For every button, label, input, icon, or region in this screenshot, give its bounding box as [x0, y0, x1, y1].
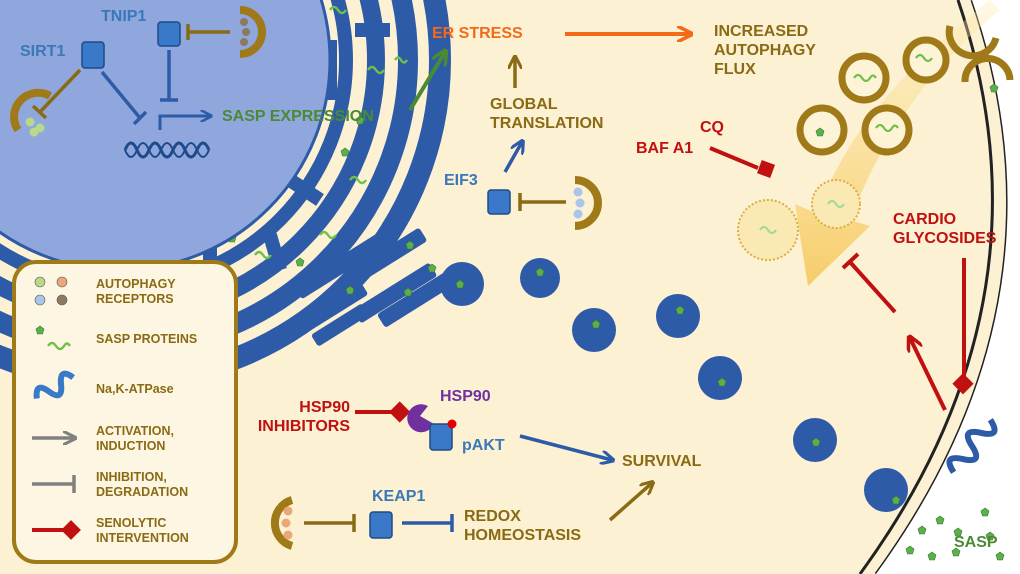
legend-inhibition-degradation: INHIBITION, DEGRADATION: [96, 470, 189, 499]
dna-helix: [123, 141, 211, 159]
label-keap1: KEAP1: [372, 488, 426, 505]
label-pakt: pAKT: [462, 437, 505, 454]
inhibit-redox: [402, 514, 454, 532]
legend-inhibition-bar: [32, 475, 76, 493]
hsp90-inhibitor-diamond: [389, 401, 411, 423]
label-hsp90-inhibitors: HSP90 INHIBITORS: [257, 399, 350, 435]
fragmented-er: [294, 228, 453, 346]
autophagosome-cargo: [759, 53, 933, 235]
phospho-site: [447, 419, 457, 429]
label-tnip1: TNIP1: [101, 8, 147, 25]
hsp90-protein: [407, 404, 434, 433]
sirt1-protein: [81, 41, 105, 69]
pakt-protein: [429, 423, 453, 451]
cq-intervention-diamond: [757, 160, 775, 178]
arrow-redox-to-survival: [608, 483, 652, 522]
arrow-atpase-up: [910, 338, 947, 411]
inhibit-eif3: [518, 193, 566, 211]
label-sasp: SASP: [954, 534, 998, 551]
arrow-eif3-to-translation: [503, 142, 522, 173]
legend-autophagy-receptors: AUTOPHAGY RECEPTORS: [96, 277, 176, 306]
label-baf-a1: BAF A1: [636, 140, 694, 157]
eif3-protein: [487, 189, 511, 215]
legend-activation-induction: ACTIVATION, INDUCTION: [96, 424, 175, 453]
secretory-vesicles: [440, 258, 908, 512]
plasma-membrane-inner: [858, 0, 994, 574]
label-sirt1: SIRT1: [20, 43, 66, 60]
legend-senolytic-intervention: SENOLYTIC INTERVENTION: [96, 516, 189, 545]
autophagy-receptor-cup-keap1: [270, 496, 294, 550]
arrow-sasp-to-er-stress: [408, 52, 445, 112]
autophagy-receptor-cup-nucleus-top: [239, 6, 266, 58]
arrow-pakt-to-survival: [519, 434, 612, 460]
label-eif3: EIF3: [444, 172, 478, 189]
label-survival: SURVIVAL: [622, 453, 702, 470]
label-cardio-glycosides: CARDIO GLYCOSIDES: [893, 211, 997, 247]
inhibit-keap1: [304, 514, 356, 532]
cardio-glycosides-diamond: [952, 373, 974, 395]
label-er-stress: ER STRESS: [432, 25, 523, 42]
legend-box: [12, 260, 238, 564]
legend-receptor-icons: [34, 276, 68, 306]
cq-intervention-line: [709, 146, 759, 170]
tnip1-protein: [157, 21, 181, 47]
legend-atpase-icon: [33, 370, 75, 399]
legend-na-k-atpase: Na,K-ATPase: [96, 382, 174, 396]
label-increased-autophagy-flux: INCREASED AUTOPHAGY FLUX: [714, 23, 816, 78]
autophagy-receptor-cup-eif3: [573, 176, 602, 230]
legend-sasp-icons: [35, 325, 72, 351]
label-global-translation: GLOBAL TRANSLATION: [490, 96, 604, 132]
autophagy-receptor-cup-nucleus-left: [10, 88, 52, 137]
label-redox-homeostasis: REDOX HOMEOSTASIS: [464, 508, 582, 544]
label-cq: CQ: [700, 119, 724, 136]
inhibit-autophagy-flux: [841, 252, 897, 314]
label-hsp90: HSP90: [440, 388, 491, 405]
legend-sasp-proteins: SASP PROTEINS: [96, 332, 198, 346]
label-sasp-expression: SASP EXPRESSION: [222, 108, 374, 125]
na-k-atpase-membrane: [946, 418, 998, 474]
keap1-protein: [369, 511, 393, 539]
